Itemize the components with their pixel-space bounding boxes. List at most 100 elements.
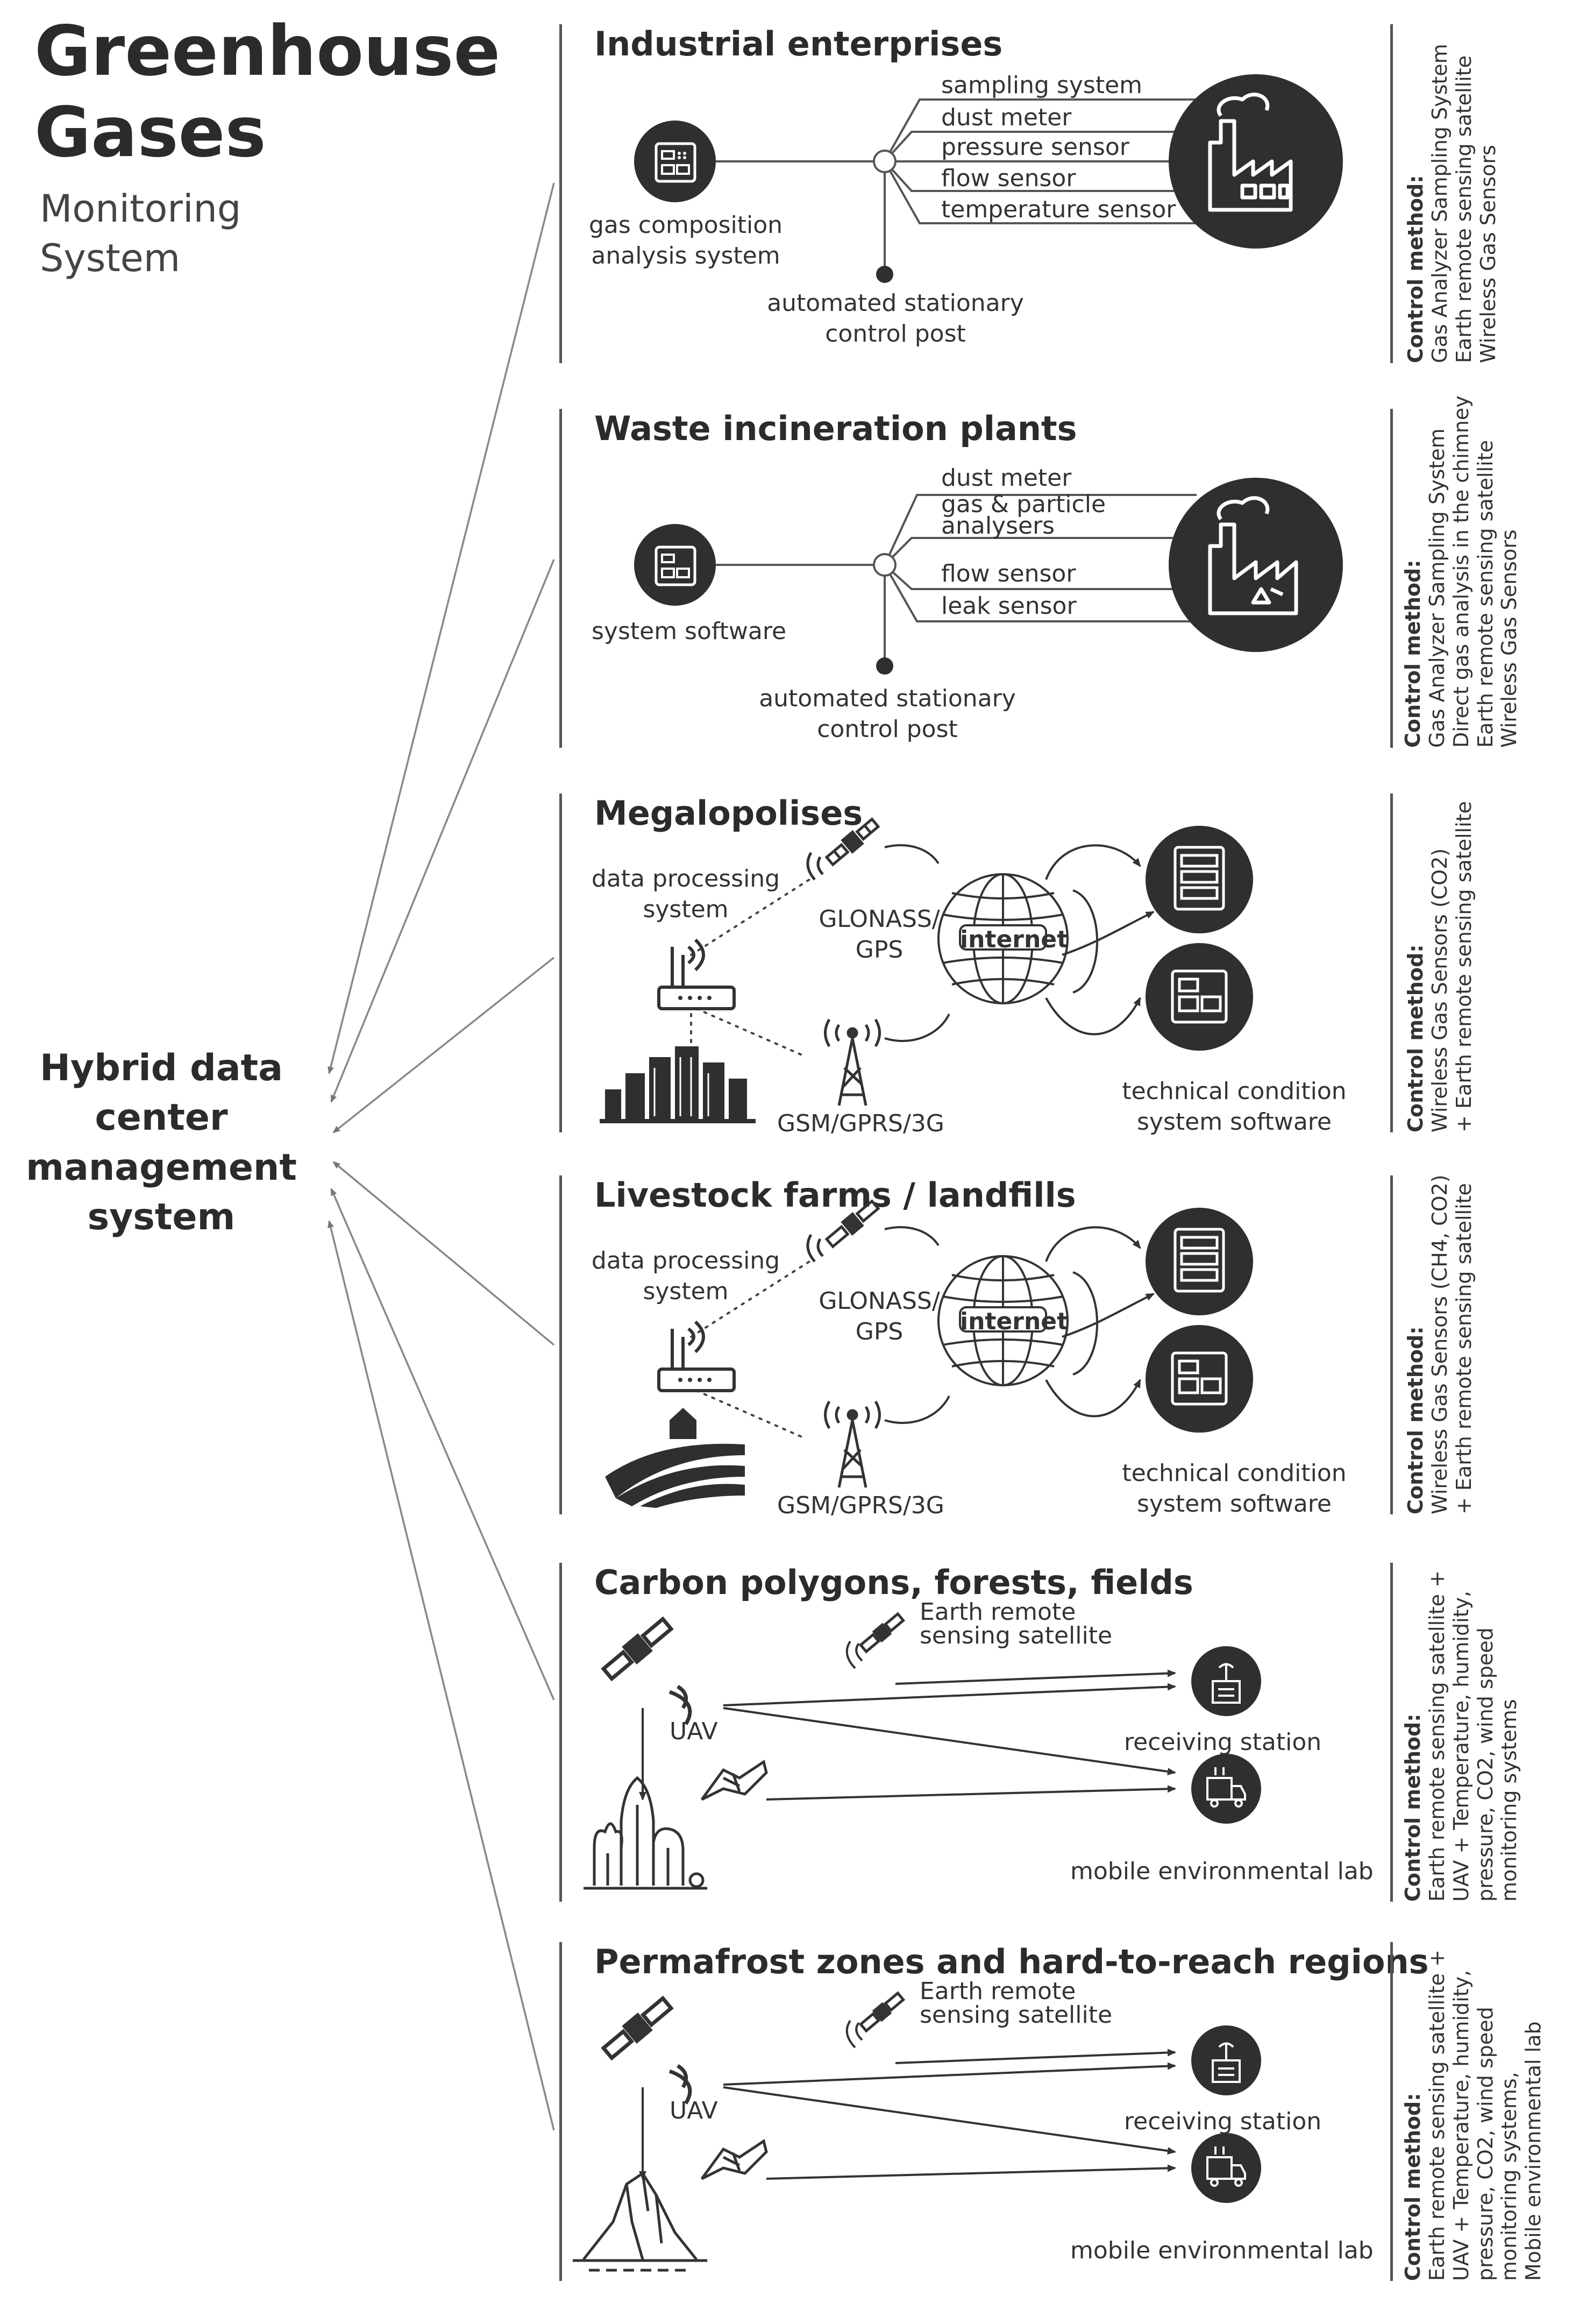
control-method: Control method: Earth remote sensing sat…: [1401, 1547, 1521, 1902]
internet-label: internet: [960, 1308, 1069, 1335]
control-line: monitoring systems: [1497, 1699, 1521, 1902]
section-title: Livestock farms / landfills: [594, 1175, 1076, 1215]
sensor-text: gas & particle analysers: [941, 491, 1106, 540]
title-line: Gases: [34, 93, 266, 173]
mobile-lab-icon: [1191, 1754, 1261, 1824]
globe-icon: [937, 1255, 1069, 1386]
control-line: Wireless Gas Sensors (CO2): [1427, 848, 1452, 1132]
control-line: Gas Analyzer Sampling System: [1425, 428, 1449, 748]
hub-line: system: [87, 1196, 236, 1239]
uav-label: UAV: [670, 2097, 718, 2124]
control-heading: Control method:: [1404, 175, 1427, 363]
control-line: Mobile environmental lab: [1521, 2021, 1546, 2281]
internet-label: internet: [960, 926, 1069, 953]
label-line: system: [643, 1278, 729, 1306]
control-post-label: automated stationary control post: [748, 683, 1027, 745]
sensor-label: flow sensor: [941, 560, 1076, 587]
control-heading: Control method:: [1401, 559, 1425, 748]
software-icon: [1146, 943, 1253, 1051]
label-line: control post: [817, 715, 958, 743]
drone-icon: [700, 2138, 768, 2180]
label-line: system: [643, 896, 729, 924]
label-line: data processing: [591, 1247, 780, 1274]
receiving-station-label: receiving station: [1124, 1728, 1322, 1756]
section-permafrost: Permafrost zones and hard-to-reach regio…: [559, 1942, 1557, 2281]
sensor-label: gas & particle analysers: [941, 491, 1124, 540]
label-line: Earth remote: [920, 1598, 1076, 1626]
arrow-livestock: [332, 1161, 555, 1346]
subtitle: Monitoring System: [40, 184, 241, 284]
control-line: Wireless Gas Sensors (CH4, CO2): [1427, 1174, 1452, 1514]
arrow-permafrost: [328, 1220, 555, 2131]
control-divider: [1390, 409, 1393, 748]
control-line: pressure, CO2, wind speed: [1473, 2007, 1497, 2281]
control-divider: [1390, 1563, 1393, 1902]
control-divider: [1390, 1942, 1393, 2281]
control-line: Earth remote sensing satellite +: [1425, 1570, 1449, 1902]
software-label: technical condition system software: [1121, 1458, 1347, 1519]
satellite-small-icon: [858, 1991, 906, 2033]
label-line: sensing satellite: [920, 1622, 1113, 1649]
control-post-label: automated stationary control post: [756, 288, 1035, 349]
software-icon: [1146, 1325, 1253, 1433]
hub-line: center: [95, 1096, 228, 1139]
satellite-icon: [601, 1995, 674, 2061]
control-line: monitoring systems,: [1497, 2072, 1521, 2281]
forest-icon: [584, 1776, 707, 1890]
industrial-graphic: [634, 74, 1343, 283]
satellite-label: Earth remote sensing satellite: [920, 1600, 1112, 1648]
section-industrial: Industrial enterprises: [559, 24, 1557, 363]
software-icon: [634, 524, 716, 606]
control-line: pressure, CO2, wind speed: [1473, 1627, 1497, 1902]
mobile-lab-icon: [1191, 2133, 1261, 2203]
section-title: Permafrost zones and hard-to-reach regio…: [594, 1942, 1429, 1981]
control-line: Earth remote sensing satellite: [1452, 55, 1476, 363]
arrow-forest: [330, 1188, 555, 1701]
label-line: data processing: [591, 865, 780, 892]
label-line: GPS: [855, 1318, 904, 1346]
label-line: GLONASS/: [819, 905, 940, 933]
software-label: technical condition system software: [1121, 1076, 1347, 1137]
label-line: sensing satellite: [920, 2001, 1113, 2029]
control-divider: [1390, 1175, 1393, 1514]
cell-tower-icon: [824, 1400, 881, 1488]
control-method: Control method: Gas Analyzer Sampling Sy…: [1404, 8, 1500, 363]
satellite-label: Earth remote sensing satellite: [920, 1980, 1112, 2027]
cell-tower-icon: [824, 1018, 881, 1106]
analyzer-label: gas composition analysis system: [562, 210, 809, 271]
control-heading: Control method:: [1404, 944, 1427, 1132]
network-label: GSM/GPRS/3G: [777, 1110, 944, 1137]
label-line: GPS: [855, 936, 904, 964]
satellite-icon: [601, 1616, 674, 1682]
control-line: Direct gas analysis in the chimney: [1449, 395, 1473, 748]
section-title: Waste incineration plants: [594, 409, 1077, 448]
forest-graphic: [584, 1612, 1261, 1890]
label-line: technical condition: [1122, 1459, 1347, 1487]
section-waste-incineration: Waste incineration plants: [559, 395, 1557, 748]
label-line: Earth remote: [920, 1978, 1076, 2005]
label-line: technical condition: [1122, 1078, 1347, 1105]
mobile-lab-label: mobile environmental lab: [1070, 2237, 1374, 2264]
control-line: UAV + Temperature, humidity,: [1449, 1969, 1473, 2281]
section-carbon-polygons: Carbon polygons, forests, fields: [559, 1563, 1557, 1902]
permafrost-graphic: [573, 1991, 1261, 2272]
factory-icon: [1169, 74, 1343, 249]
hybrid-data-center-label: Hybrid data center management system: [16, 1044, 307, 1243]
control-heading: Control method:: [1404, 1326, 1427, 1514]
mountain-icon: [573, 2171, 707, 2272]
label-line: system software: [1136, 1108, 1332, 1136]
software-label: system software: [592, 618, 787, 645]
label-line: automated stationary: [759, 685, 1016, 712]
sensor-label: pressure sensor: [941, 133, 1129, 161]
receiving-station-icon: [1191, 1646, 1261, 1716]
label-line: system software: [1136, 1490, 1332, 1518]
control-divider: [1390, 793, 1393, 1132]
sensor-label: leak sensor: [941, 592, 1077, 620]
sensor-label: temperature sensor: [941, 196, 1176, 223]
control-line: + Earth remote sensing satellite: [1452, 1183, 1476, 1514]
subtitle-line: System: [40, 236, 181, 281]
section-title: Industrial enterprises: [594, 24, 1003, 63]
control-method: Control method: Earth remote sensing sat…: [1401, 1926, 1546, 2281]
section-livestock-landfills: Livestock farms / landfills: [559, 1174, 1557, 1519]
